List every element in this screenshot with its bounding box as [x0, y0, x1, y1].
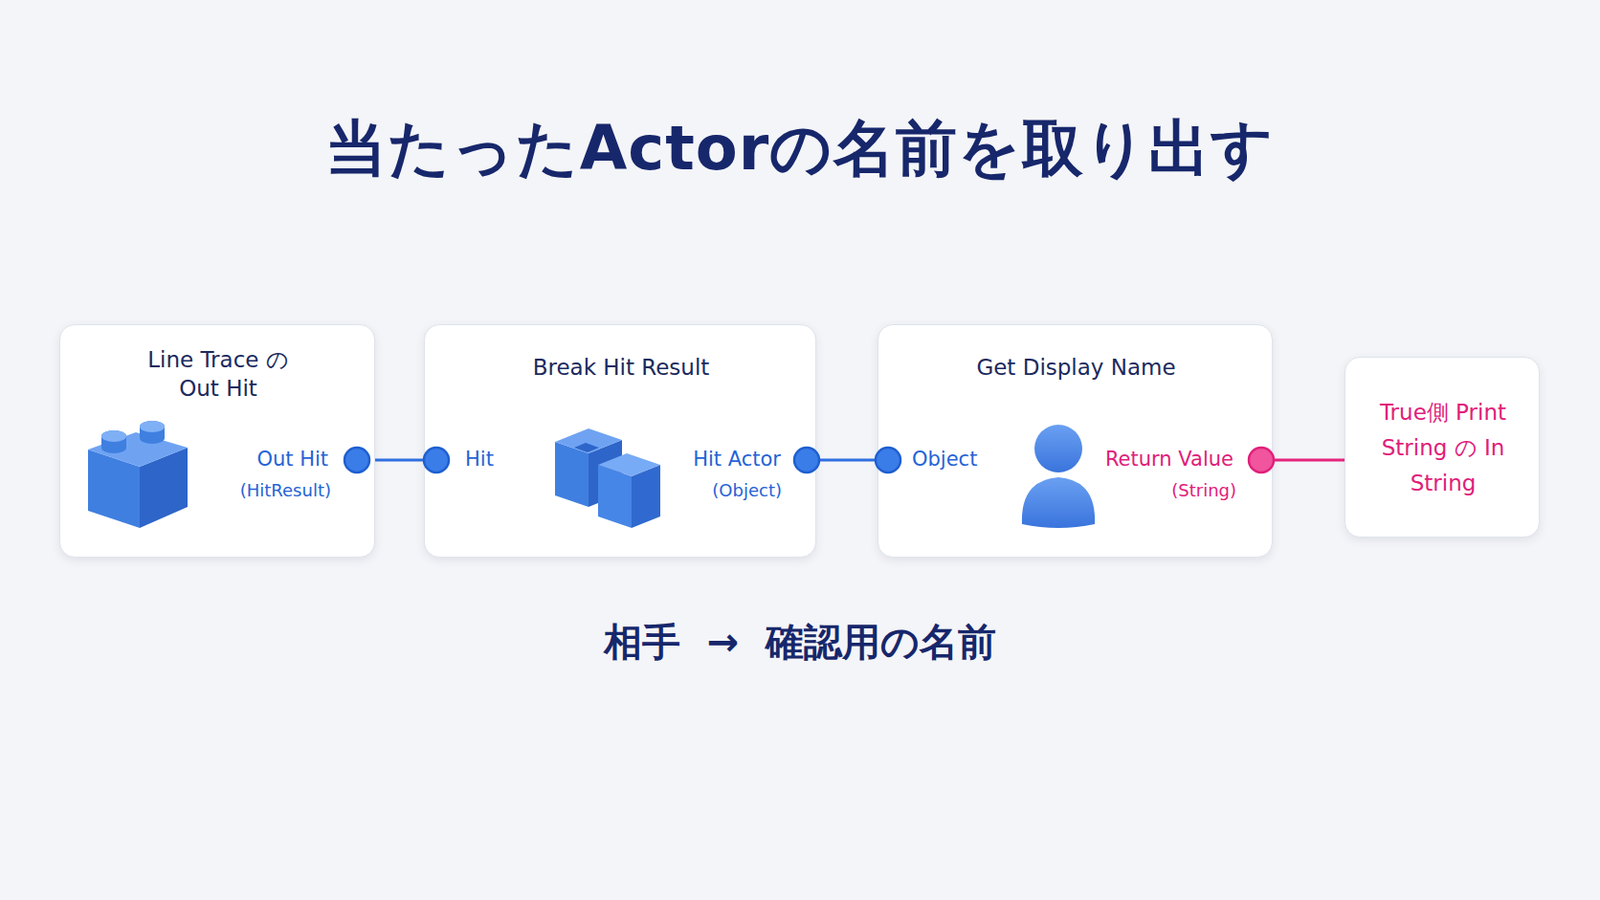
port-type: (Object): [711, 479, 782, 502]
port-dot: [344, 447, 370, 473]
person-icon: [1022, 424, 1095, 529]
port-dot: [423, 447, 449, 473]
node-heading: Line Trace の Out Hit: [141, 346, 295, 404]
brick-icon: [88, 421, 188, 529]
port-label: Hit Actor: [692, 446, 781, 473]
port-label: Object: [911, 446, 978, 473]
function-node: Line Trace の Out HitOut Hit (HitResult): [59, 324, 376, 558]
function-node: Break Hit ResultHit Hit Actor (Object): [423, 324, 817, 558]
port-label: Return Value: [1105, 446, 1234, 473]
port-dot: [875, 447, 901, 473]
port-dot: [794, 447, 820, 473]
function-node: Get Display NameObject Return Value (Strin…: [877, 324, 1273, 558]
connector-line: [375, 459, 424, 463]
target-box: True側 Print String の In String: [1344, 356, 1540, 538]
port-type: (HitResult): [240, 479, 332, 502]
break-blocks-icon: [555, 428, 661, 529]
port-dot: [1248, 447, 1274, 473]
port-label: Out Hit: [256, 446, 329, 473]
connector-layer: [375, 460, 1345, 462]
port-layer: [344, 447, 1274, 473]
node-heading: Get Display Name: [878, 354, 1274, 383]
diagram-caption: 相手 → 確認用の名前: [0, 616, 1600, 669]
node-heading: Break Hit Result: [424, 354, 818, 383]
connector-line: [1272, 459, 1345, 463]
connector-line: [816, 459, 878, 463]
target-label: True側 Print String の In String: [1366, 357, 1520, 539]
port-label: Hit: [465, 446, 494, 473]
port-type: (String): [1171, 479, 1237, 502]
diagram-title: 当たったActorの名前を取り出す: [0, 107, 1600, 191]
